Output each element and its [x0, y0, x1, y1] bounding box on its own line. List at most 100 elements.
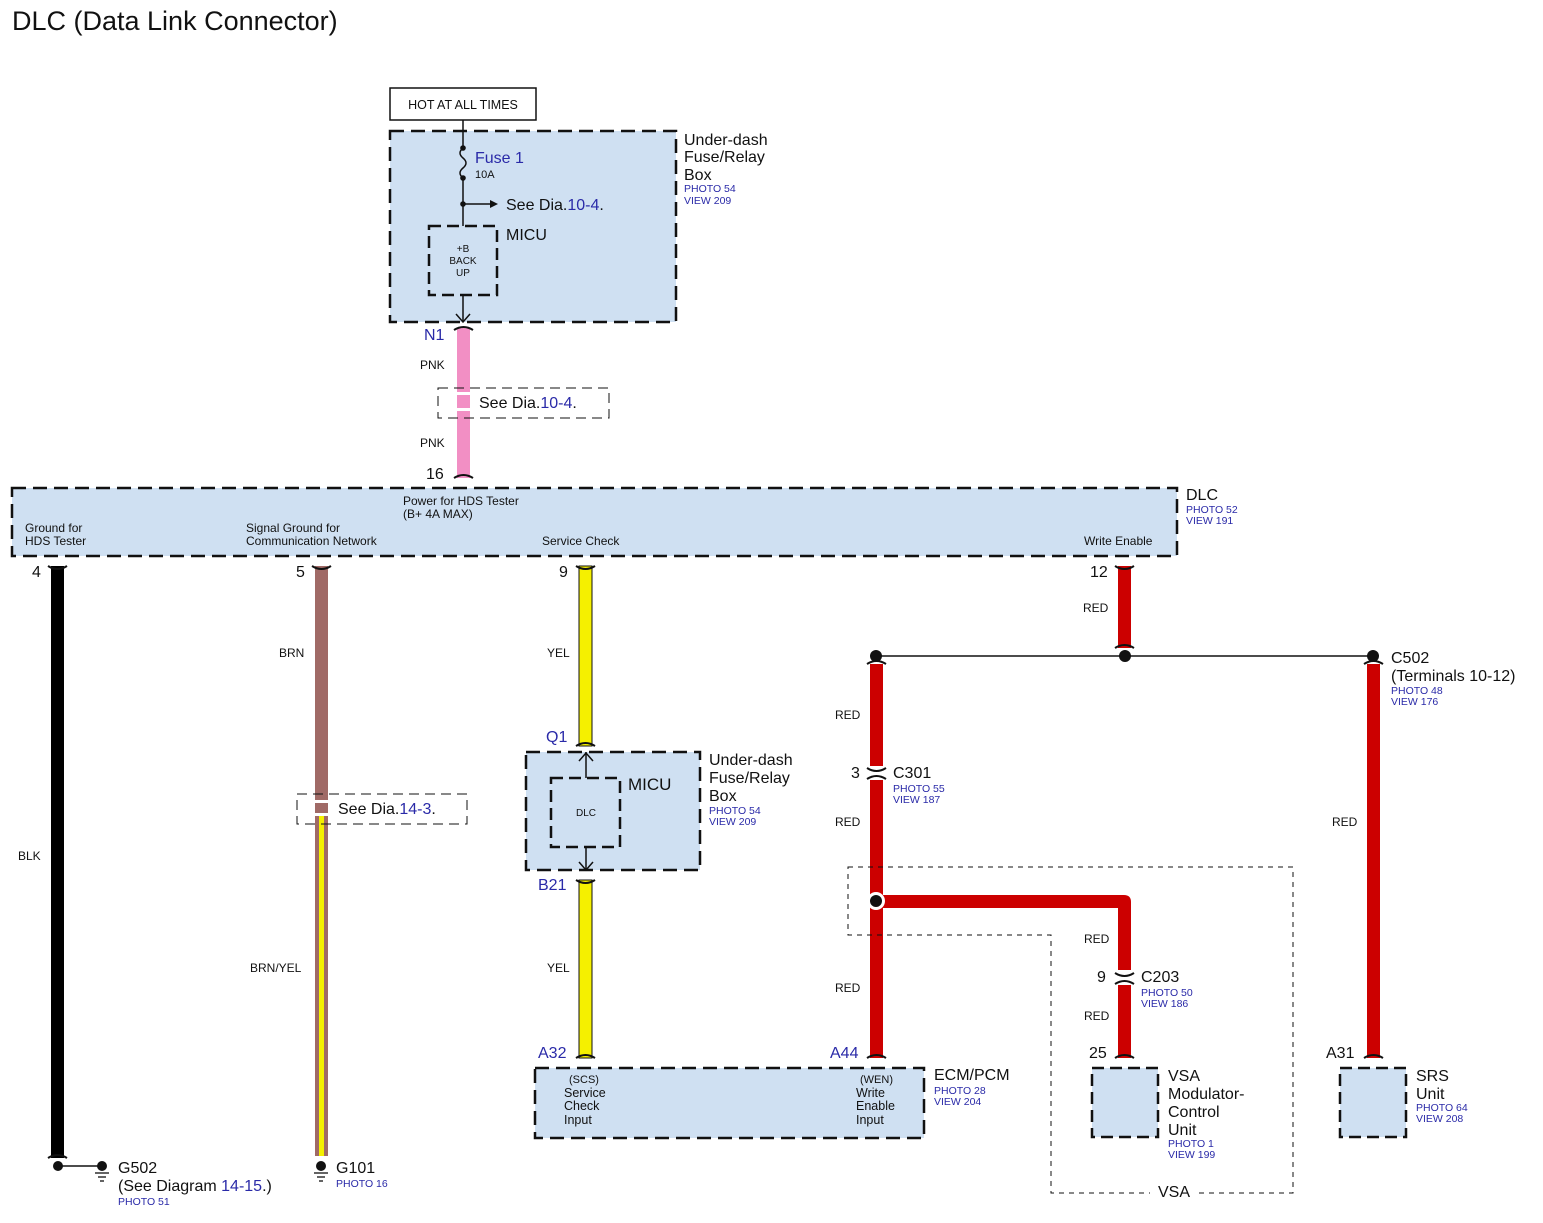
svg-text:(Terminals 10-12): (Terminals 10-12)	[1391, 668, 1515, 685]
fuse-name: Fuse 1	[475, 150, 524, 167]
view-link[interactable]: VIEW 187	[893, 794, 940, 806]
ecm-pcm-name: ECM/PCM	[934, 1067, 1010, 1084]
svg-text:Box: Box	[684, 167, 712, 184]
svg-text:VSA: VSA	[1168, 1068, 1200, 1085]
connector-c502: C502	[1391, 650, 1429, 667]
view-link[interactable]: VIEW 191	[1186, 515, 1233, 527]
svg-text:Check: Check	[564, 1099, 600, 1113]
view-link[interactable]: VIEW 209	[709, 816, 756, 828]
see-dia-link-pink[interactable]: See Dia.10-4.	[479, 395, 577, 412]
svg-text:(SCS): (SCS)	[569, 1074, 599, 1086]
photo-link[interactable]: PHOTO 50	[1141, 987, 1193, 999]
svg-text:BRN/YEL: BRN/YEL	[250, 961, 302, 975]
wire-brown	[296, 565, 468, 1182]
svg-text:Write: Write	[856, 1086, 885, 1100]
svg-text:BACK: BACK	[449, 256, 477, 267]
fuse-relay-box-mid[interactable]: DLC MICU	[524, 750, 702, 872]
svg-text:B21: B21	[538, 877, 567, 894]
photo-link[interactable]: PHOTO 28	[934, 1085, 986, 1097]
svg-text:Unit: Unit	[1168, 1122, 1197, 1139]
svg-text:UP: UP	[456, 268, 470, 279]
photo-link[interactable]: PHOTO 52	[1186, 504, 1238, 516]
see-dia-link-brn[interactable]: See Dia.14-3.	[338, 801, 436, 818]
svg-text:Power for HDS Tester: Power for HDS Tester	[403, 494, 519, 508]
svg-text:Enable: Enable	[856, 1099, 895, 1113]
vsa-modulator-box[interactable]	[1090, 1066, 1160, 1139]
photo-link[interactable]: PHOTO 54	[684, 183, 736, 195]
svg-text:RED: RED	[1332, 815, 1358, 829]
photo-link[interactable]: PHOTO 64	[1416, 1102, 1468, 1114]
svg-text:RED: RED	[1084, 1009, 1110, 1023]
svg-text:Service Check: Service Check	[542, 534, 620, 548]
svg-text:MICU: MICU	[628, 775, 671, 794]
see-dia-link-top[interactable]: See Dia.10-4.	[506, 197, 604, 214]
view-link[interactable]: VIEW 176	[1391, 696, 1438, 708]
svg-text:Control: Control	[1168, 1104, 1220, 1121]
svg-text:HOT AT ALL TIMES: HOT AT ALL TIMES	[408, 98, 518, 112]
view-link[interactable]: VIEW 209	[684, 195, 731, 207]
photo-link[interactable]: PHOTO 51	[118, 1196, 170, 1208]
svg-text:Under-dash: Under-dash	[709, 752, 793, 769]
svg-text:PNK: PNK	[420, 358, 445, 372]
svg-text:+B: +B	[457, 244, 470, 255]
svg-text:Fuse/Relay: Fuse/Relay	[709, 770, 790, 787]
pin-n1: N1	[424, 327, 445, 344]
page-title: DLC (Data Link Connector)	[12, 6, 338, 36]
svg-text:A32: A32	[538, 1045, 567, 1062]
wire-black	[47, 565, 109, 1182]
connector-c203: C203	[1141, 969, 1179, 986]
svg-text:VSA: VSA	[1158, 1184, 1190, 1201]
view-link[interactable]: VIEW 204	[934, 1096, 981, 1108]
vsa-option-outline	[847, 866, 1294, 1194]
svg-text:(WEN): (WEN)	[860, 1074, 893, 1086]
svg-text:DLC: DLC	[576, 808, 596, 819]
ground-icon	[95, 1161, 109, 1182]
svg-text:Service: Service	[564, 1086, 606, 1100]
fuse-icon	[459, 147, 467, 179]
svg-text:Input: Input	[564, 1113, 592, 1127]
srs-unit-box[interactable]	[1338, 1066, 1408, 1139]
svg-text:YEL: YEL	[547, 646, 570, 660]
photo-link[interactable]: PHOTO 55	[893, 783, 945, 795]
svg-text:3: 3	[851, 765, 860, 782]
hot-at-all-times-label: HOT AT ALL TIMES	[389, 87, 537, 121]
see-diagram-link-g502[interactable]: (See Diagram 14-15.)	[118, 1178, 272, 1195]
view-link[interactable]: VIEW 208	[1416, 1113, 1463, 1125]
svg-text:Fuse/Relay: Fuse/Relay	[684, 149, 765, 166]
svg-text:9: 9	[1097, 969, 1106, 986]
svg-text:RED: RED	[1083, 601, 1109, 615]
svg-text:BLK: BLK	[18, 849, 41, 863]
svg-text:4: 4	[32, 564, 41, 581]
dlc-connector[interactable]: Power for HDS Tester (B+ 4A MAX) Ground …	[10, 486, 1179, 558]
photo-link[interactable]: PHOTO 1	[1168, 1138, 1214, 1150]
svg-text:BRN: BRN	[279, 646, 304, 660]
svg-text:Unit: Unit	[1416, 1086, 1445, 1103]
photo-link[interactable]: PHOTO 48	[1391, 685, 1443, 697]
svg-text:RED: RED	[835, 981, 861, 995]
photo-link[interactable]: PHOTO 16	[336, 1178, 388, 1190]
svg-text:RED: RED	[835, 708, 861, 722]
arrow-up-icon	[578, 751, 594, 762]
ground-icon	[314, 1161, 328, 1182]
fuse-relay-box-top[interactable]: Fuse 1 10A See Dia.10-4. +B BACK UP MICU	[388, 120, 678, 324]
wire-pink	[437, 326, 610, 479]
svg-text:Ground for: Ground for	[25, 521, 82, 535]
view-link[interactable]: VIEW 199	[1168, 1149, 1215, 1161]
ecm-pcm-box[interactable]: (SCS) Service Check Input (WEN) Write En…	[533, 1066, 926, 1140]
svg-text:Q1: Q1	[546, 729, 567, 746]
arrow-down-icon	[578, 861, 594, 872]
svg-text:RED: RED	[1084, 932, 1110, 946]
photo-link[interactable]: PHOTO 54	[709, 805, 761, 817]
svg-text:(B+ 4A MAX): (B+ 4A MAX)	[403, 507, 473, 521]
view-link[interactable]: VIEW 186	[1141, 998, 1188, 1010]
arrow-down-icon	[455, 313, 471, 324]
svg-text:9: 9	[559, 564, 568, 581]
svg-text:RED: RED	[835, 815, 861, 829]
svg-text:HDS Tester: HDS Tester	[25, 534, 86, 548]
svg-text:Communication Network: Communication Network	[246, 534, 378, 548]
svg-text:12: 12	[1090, 564, 1108, 581]
wire-red	[866, 565, 1384, 1059]
svg-text:SRS: SRS	[1416, 1068, 1449, 1085]
svg-text:Box: Box	[709, 788, 737, 805]
arrow-right-icon	[490, 200, 498, 208]
